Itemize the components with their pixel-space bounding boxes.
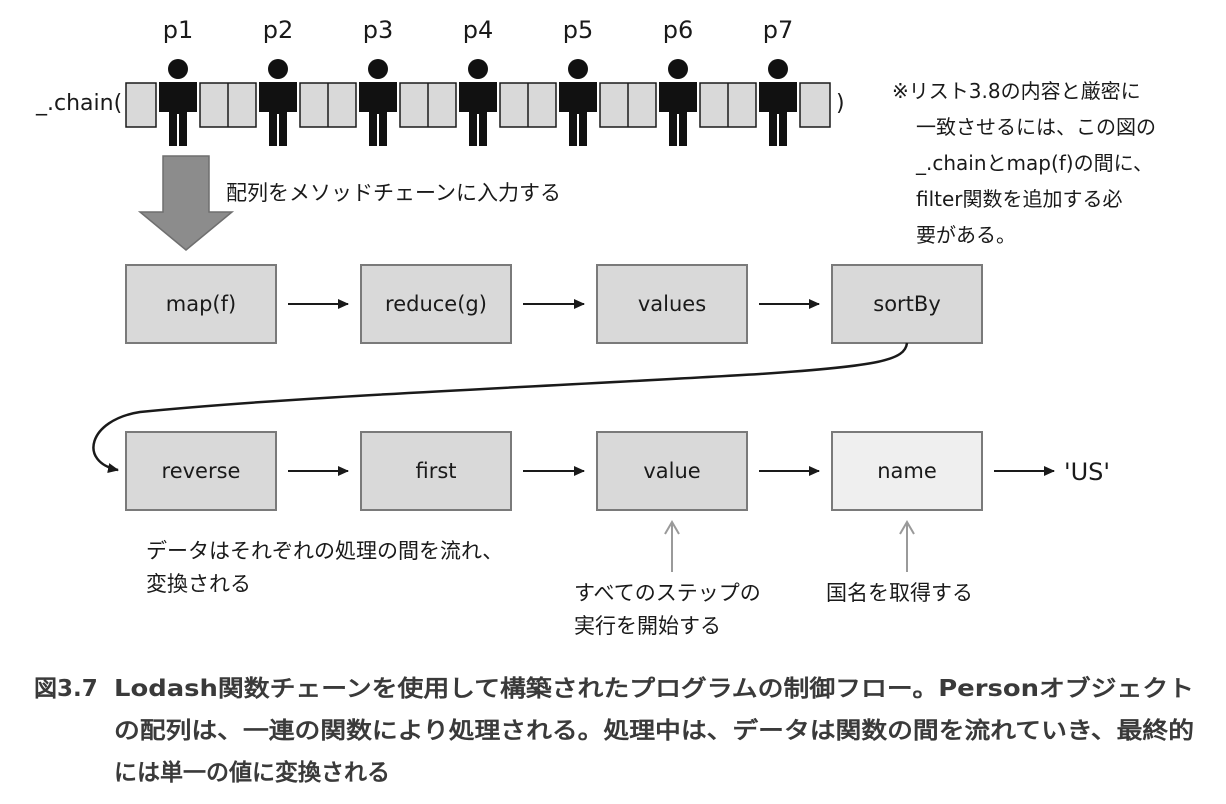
array-cell	[125, 82, 157, 128]
annotation-flow: 変換される	[146, 572, 251, 596]
person-array	[125, 59, 831, 146]
step-box-reduce: reduce(g)	[360, 264, 512, 344]
step-box-map: map(f)	[125, 264, 277, 344]
pointer-arrowhead	[664, 520, 680, 535]
person-icon-head	[568, 59, 588, 79]
note-line: 要がある。	[916, 223, 1016, 247]
note-line: filter関数を追加する必	[916, 187, 1123, 211]
figure-number: 図3.7	[34, 676, 98, 702]
step-box-values: values	[596, 264, 748, 344]
step-label: name	[877, 459, 937, 483]
caption-line: Lodash関数チェーンを使用して構築されたプログラムの制御フロー。Person…	[114, 675, 1194, 702]
caption-line: には単一の値に変換される	[114, 759, 390, 786]
step-label: value	[643, 459, 700, 483]
person-icon	[259, 82, 297, 146]
person-label: p7	[763, 16, 794, 44]
person-icon-head	[368, 59, 388, 79]
person-icon-head	[468, 59, 488, 79]
step-box-sortby: sortBy	[831, 264, 983, 344]
step-label: reduce(g)	[385, 292, 487, 316]
chain-open-text: _.chain(	[35, 91, 122, 116]
step-label: reverse	[162, 459, 241, 483]
person-label: p5	[563, 16, 594, 44]
person-label: p6	[663, 16, 694, 44]
note-line: _.chainとmap(f)の間に、	[915, 151, 1153, 175]
person-icon-head	[768, 59, 788, 79]
person-label: p3	[363, 16, 394, 44]
person-icon-head	[168, 59, 188, 79]
array-cell	[799, 82, 831, 128]
person-icon	[159, 82, 197, 146]
person-label: p1	[163, 16, 194, 44]
person-label: p4	[463, 16, 494, 44]
step-label: values	[638, 292, 706, 316]
step-label: first	[415, 459, 456, 483]
caption-line: の配列は、一連の関数により処理される。処理中は、データは関数の間を流れていき、最…	[114, 717, 1194, 744]
annotation-start: すべてのステップの	[574, 581, 761, 605]
person-icon	[359, 82, 397, 146]
input-label: 配列をメソッドチェーンに入力する	[226, 181, 561, 205]
note-line: 一致させるには、この図の	[916, 115, 1156, 139]
step-box-first: first	[360, 431, 512, 511]
person-icon	[659, 82, 697, 146]
person-icon	[759, 82, 797, 146]
annotation-country: 国名を取得する	[826, 581, 973, 605]
step-box-name: name	[831, 431, 983, 511]
annotation-flow: データはそれぞれの処理の間を流れ、	[146, 539, 503, 563]
person-label: p2	[263, 16, 294, 44]
step-box-reverse: reverse	[125, 431, 277, 511]
person-icon	[559, 82, 597, 146]
annotation-start: 実行を開始する	[574, 614, 721, 638]
person-icon	[459, 82, 497, 146]
note-line: ※リスト3.8の内容と厳密に	[892, 79, 1141, 103]
step-label: map(f)	[166, 292, 236, 316]
person-icon-head	[668, 59, 688, 79]
person-icon-head	[268, 59, 288, 79]
input-arrow	[137, 155, 235, 251]
step-label: sortBy	[873, 292, 941, 316]
step-box-value: value	[596, 431, 748, 511]
flow-curve-arrow	[92, 342, 909, 473]
pointer-arrowhead	[899, 520, 915, 535]
chain-close-text: )	[836, 91, 845, 116]
result-value: 'US'	[1064, 458, 1110, 486]
